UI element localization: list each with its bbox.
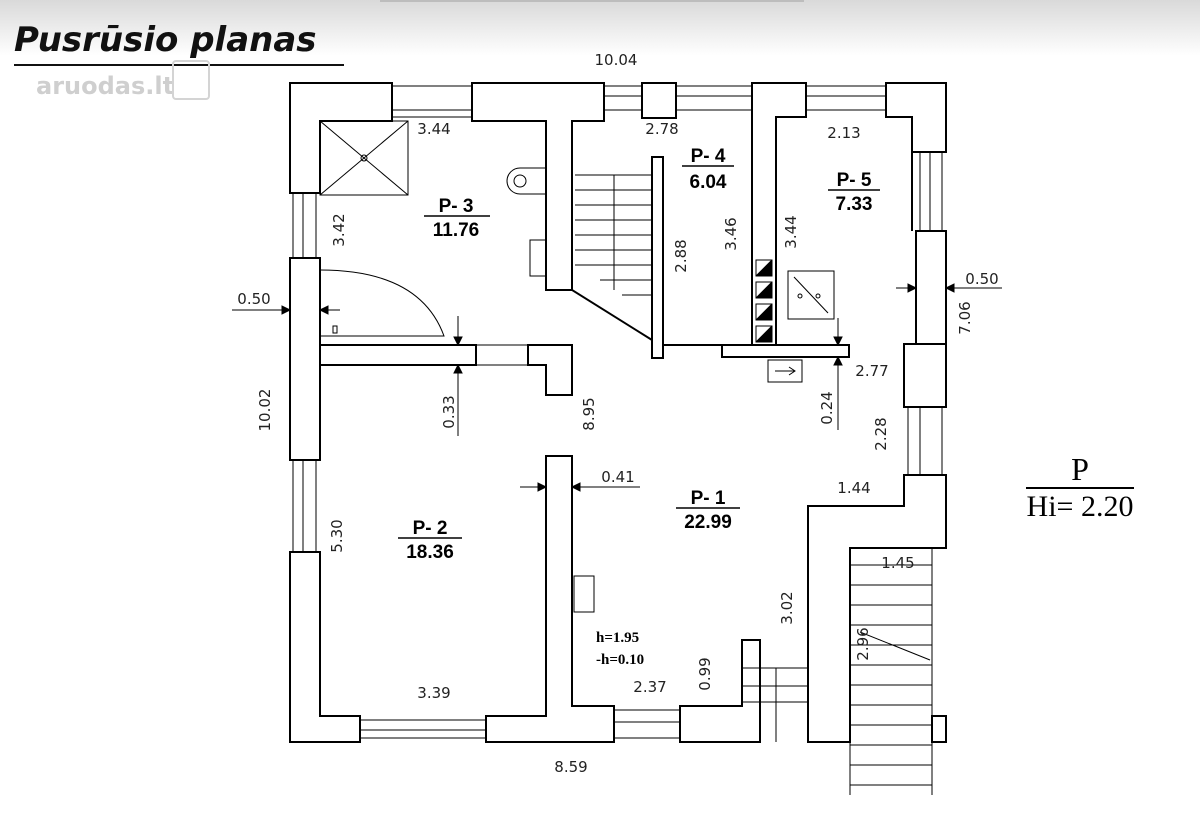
room-area-p3: 11.76 (433, 220, 480, 241)
floor-legend: P Hi= 2.20 (1010, 452, 1150, 523)
wall-inner-pier (527, 344, 573, 396)
watermark-icon (172, 60, 210, 100)
legend-floor: P (1071, 451, 1089, 487)
dim-bottom-width: 8.59 (554, 758, 587, 776)
top-scroll-bar (380, 0, 804, 2)
dim-p4-width: 2.78 (645, 120, 678, 138)
wall-bottom-center (485, 455, 615, 743)
room-area-p2: 18.36 (406, 542, 454, 563)
dim-p1-right-side: 2.28 (872, 417, 890, 450)
fixtures (319, 120, 835, 613)
note-height: h=1.95 (596, 630, 639, 646)
wall-left-mid (289, 257, 321, 461)
dim-left-wall: 0.50 (237, 290, 270, 308)
dim-p1-right-upper: 2.77 (855, 362, 888, 380)
room-area-p4: 6.04 (690, 172, 727, 193)
dim-left-height: 10.02 (256, 389, 274, 432)
room-label-p2: P- 2 (413, 518, 448, 539)
dim-p2-width: 3.39 (417, 684, 450, 702)
dim-p1-bottom-wall: 0.99 (696, 657, 714, 690)
wall-top-mid (471, 82, 605, 291)
page-title: Pusrūsio planas (14, 20, 317, 60)
door-swing-icon (319, 269, 445, 337)
wall-stair-end (931, 715, 947, 743)
dim-p3-width: 3.44 (417, 120, 450, 138)
watermark-text: aruodas.lt (36, 72, 175, 100)
dim-right-wall: 0.50 (965, 270, 998, 288)
dim-p4-height: 3.46 (722, 217, 740, 250)
room-area-p1: 22.99 (684, 512, 732, 533)
room-label-p5: P- 5 (837, 170, 872, 191)
wall-sink-icon (573, 575, 595, 613)
room-label-p3: P- 3 (439, 196, 474, 217)
note-minus-height: -h=0.10 (596, 652, 644, 668)
wall-top-left (289, 82, 393, 194)
toilet-icon (506, 167, 547, 195)
dim-stair-width: 1.45 (881, 554, 914, 572)
legend-height: Hi= 2.20 (1026, 490, 1134, 523)
legend-divider (1026, 487, 1134, 489)
room-label-p1: P- 1 (691, 488, 726, 509)
wall-p3-p2 (319, 344, 477, 366)
wall-p4-stair (651, 156, 664, 359)
wall-bottom-mid (679, 639, 761, 743)
wall-p5-bottom (721, 344, 850, 358)
title-underline (14, 64, 344, 66)
dim-stair-p4: 2.88 (672, 239, 690, 272)
wall-pier (641, 82, 677, 119)
room-label-p4: P- 4 (691, 146, 726, 167)
stair-edge (571, 121, 653, 341)
dim-p1-length: 8.95 (580, 397, 598, 430)
dim-stair-length: 2.96 (854, 627, 872, 660)
dim-p2-top-gap: 0.33 (440, 395, 458, 428)
wall-right-mid (915, 230, 947, 345)
room-area-p5: 7.33 (836, 194, 873, 215)
boiler-icon (787, 270, 835, 320)
dim-p5-width: 2.13 (827, 124, 860, 142)
wall-bottom-right (807, 474, 947, 743)
dim-p1-right-step: 0.24 (818, 391, 836, 424)
dim-p1-right-width: 1.44 (837, 479, 870, 497)
dim-p1-wall-thickness: 0.41 (601, 468, 634, 486)
dim-p5-height: 3.44 (782, 215, 800, 248)
dim-right-height: 7.06 (956, 301, 974, 334)
dim-p1-lower-right: 3.02 (778, 591, 796, 624)
dim-p3-height: 3.42 (330, 213, 348, 246)
dim-p1-bottom: 2.37 (633, 678, 666, 696)
wall-top-right (885, 82, 947, 153)
meter-icon (767, 359, 803, 383)
wall-bottom-left (289, 551, 361, 743)
top-gradient (0, 0, 1200, 56)
sink-icon (529, 239, 547, 277)
shower-icon (319, 120, 409, 196)
wall-right-lower (903, 343, 947, 408)
dim-top-width: 10.04 (595, 51, 638, 69)
dim-p2-height: 5.30 (328, 519, 346, 552)
